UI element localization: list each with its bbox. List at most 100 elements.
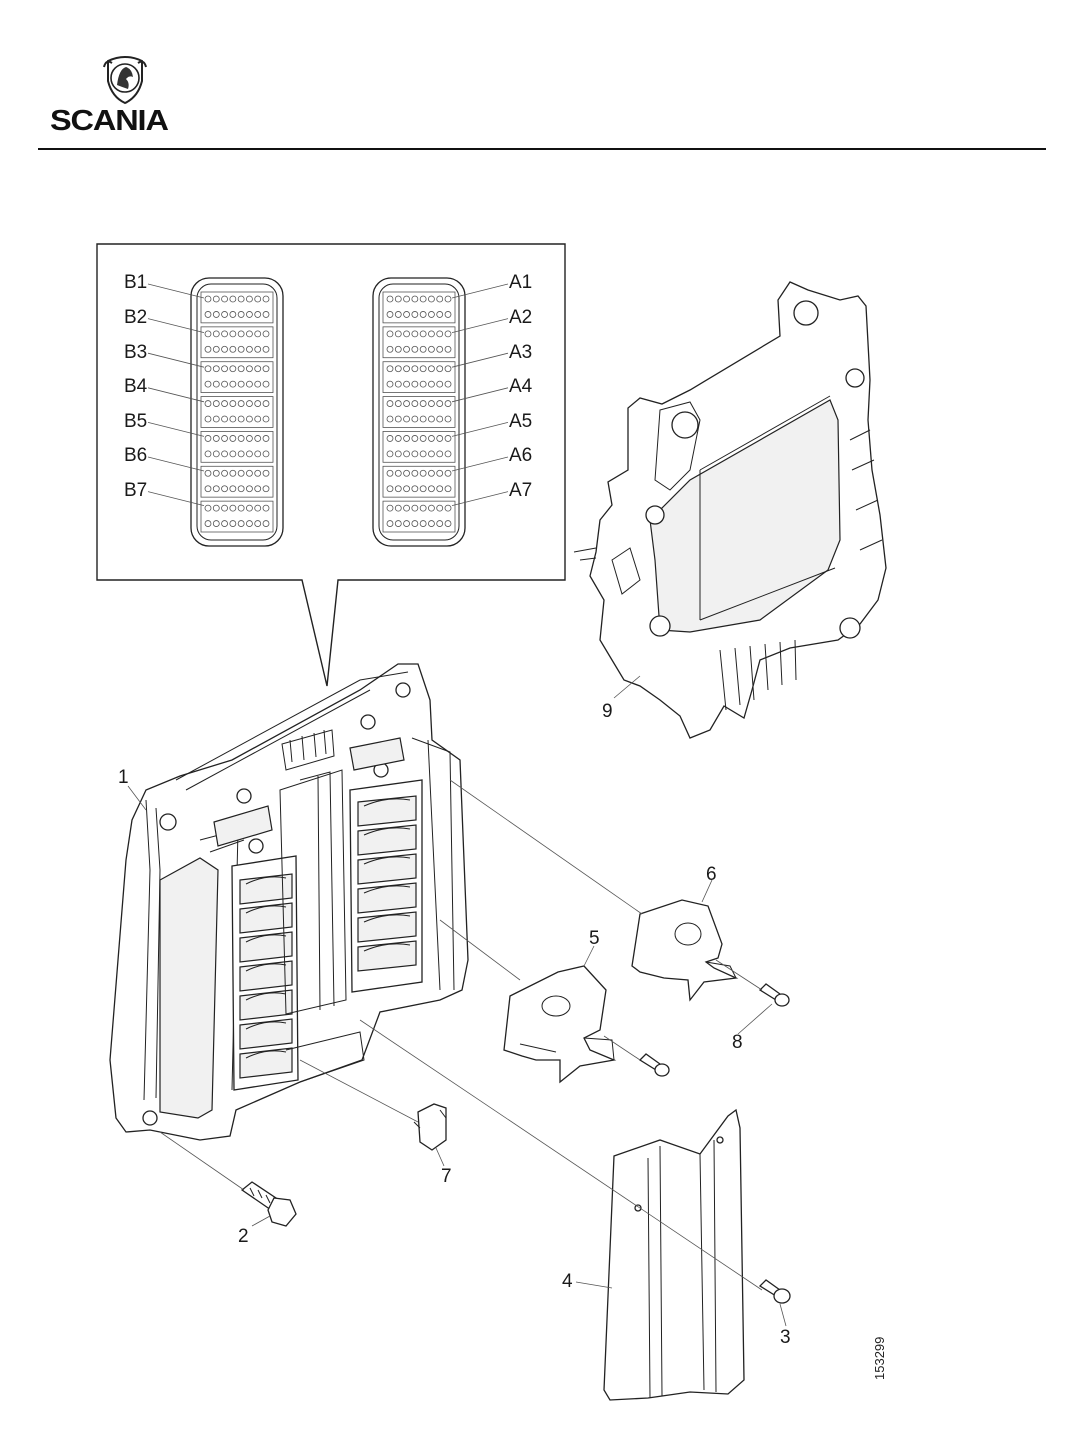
connector-pin xyxy=(212,345,220,353)
connector-pin xyxy=(386,365,394,373)
connector-pin xyxy=(204,400,212,407)
connector-pin xyxy=(229,330,237,338)
connector-pin xyxy=(237,504,245,512)
part-number-4: 4 xyxy=(562,1271,573,1292)
part-number-9: 9 xyxy=(602,701,613,722)
connector-pin xyxy=(403,415,410,423)
leader-line-b xyxy=(147,352,205,368)
connector-pin xyxy=(428,365,435,373)
connector-pin xyxy=(221,295,228,303)
connector-pin xyxy=(221,415,228,423)
ecu-connector-slot xyxy=(239,960,293,992)
ecu-connector-slot xyxy=(357,795,417,827)
connector-pin xyxy=(229,520,237,527)
connector-pin xyxy=(221,469,228,477)
connector-pin xyxy=(229,400,237,407)
connector-pin xyxy=(394,330,402,338)
connector-pin xyxy=(428,450,435,458)
ecu-connector-slot xyxy=(357,824,417,856)
mounting-bracket xyxy=(573,281,887,739)
connector-pin xyxy=(411,485,419,493)
header-divider xyxy=(38,148,1046,150)
label-a2: A2 xyxy=(509,307,532,328)
connector-pin xyxy=(229,311,237,318)
connector-block xyxy=(200,431,274,463)
cover-4 xyxy=(603,1108,745,1401)
connector-pin xyxy=(403,485,410,493)
part-number-1: 1 xyxy=(118,767,129,788)
connector-pin xyxy=(403,450,410,458)
connector-pin xyxy=(237,295,245,303)
connector-pin xyxy=(436,520,444,527)
connector-pin xyxy=(419,415,427,423)
connector-pin xyxy=(403,504,410,512)
connector-pin xyxy=(221,365,228,373)
connector-pin xyxy=(403,520,410,527)
connector-block xyxy=(200,326,274,359)
connector-pin xyxy=(411,330,419,338)
connector-pin xyxy=(229,485,237,493)
connector-pin xyxy=(246,469,253,477)
connector-pin xyxy=(436,400,444,407)
part-number-8: 8 xyxy=(732,1032,743,1053)
connector-pin xyxy=(386,504,394,512)
connector-pin xyxy=(386,330,394,338)
figure-number: 153299 xyxy=(872,1336,887,1380)
connector-pin xyxy=(246,504,253,512)
leader-line-a xyxy=(451,318,509,333)
connector-pin xyxy=(419,485,427,493)
connector-pin xyxy=(436,295,444,303)
connector-pin xyxy=(386,469,394,477)
connector-pin xyxy=(444,380,452,388)
part-number-6: 6 xyxy=(706,864,717,885)
connector-pin xyxy=(212,311,220,318)
connector-pin xyxy=(204,365,212,373)
brand-wordmark: SCANIA xyxy=(50,105,169,137)
connector-pin xyxy=(411,400,419,407)
connector-pin xyxy=(394,365,402,373)
connector-pin xyxy=(386,311,394,318)
connector-pin xyxy=(403,365,410,373)
connector-pin xyxy=(411,295,419,303)
connector-pin xyxy=(229,295,237,303)
label-b7: B7 xyxy=(124,480,147,501)
connector-pin xyxy=(411,415,419,423)
ecu-connector-slot xyxy=(239,902,293,934)
connector-pin xyxy=(246,330,253,338)
connector-pin xyxy=(212,295,220,303)
connector-pin xyxy=(221,311,228,318)
screw-3 xyxy=(758,1279,791,1304)
label-b6: B6 xyxy=(124,445,147,466)
connector-pin xyxy=(394,435,402,442)
connector-pin xyxy=(204,485,212,493)
connector-pin xyxy=(212,520,220,527)
connector-pin xyxy=(419,365,427,373)
screw-8 xyxy=(758,983,790,1007)
connector-pin xyxy=(436,435,444,442)
connector-pin xyxy=(254,365,262,373)
connector-pin xyxy=(428,330,435,338)
connector-block xyxy=(382,396,456,428)
part-number-2: 2 xyxy=(238,1226,249,1247)
connector-pin xyxy=(386,345,394,353)
connector-pin xyxy=(419,469,427,477)
connector-pin xyxy=(262,380,270,388)
connector-pin xyxy=(444,330,452,338)
connector-pin xyxy=(436,415,444,423)
connector-pin xyxy=(436,450,444,458)
connector-pin xyxy=(444,311,452,318)
connector-pin xyxy=(237,520,245,527)
label-a4: A4 xyxy=(509,376,533,397)
connector-pin xyxy=(212,504,220,512)
leader-line-a xyxy=(451,352,509,368)
connector-pin xyxy=(436,380,444,388)
connector-pin xyxy=(254,469,262,477)
connector-pin xyxy=(262,365,270,373)
connector-block xyxy=(200,291,274,324)
connector-pin xyxy=(411,380,419,388)
connector-pin xyxy=(262,345,270,353)
connector-pin xyxy=(419,400,427,407)
connector-pin xyxy=(246,295,253,303)
connector-pin xyxy=(436,485,444,493)
connector-pin xyxy=(221,380,228,388)
